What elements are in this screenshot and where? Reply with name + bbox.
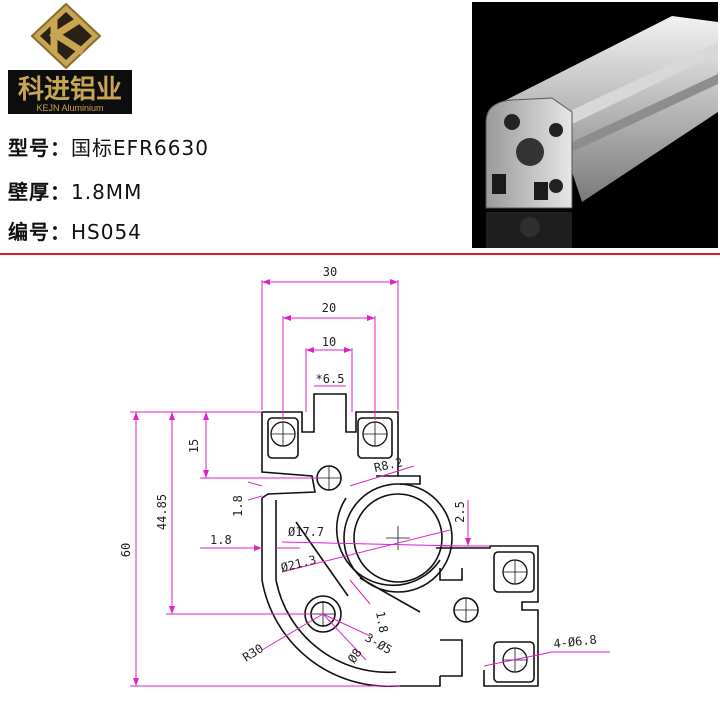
spec-code-label: 编号： bbox=[8, 220, 71, 244]
dim-height-15: 15 bbox=[187, 439, 201, 453]
dim-gap-2-5: 2.5 bbox=[453, 501, 467, 523]
dim-width-10: 10 bbox=[322, 335, 336, 349]
dim-height-44-85: 44.85 bbox=[155, 494, 169, 530]
dimension-arrows bbox=[133, 279, 471, 686]
dim-slot-6-5: *6.5 bbox=[316, 372, 345, 386]
dim-width-30: 30 bbox=[323, 265, 337, 279]
dim-wall-1-8-left: 1.8 bbox=[210, 533, 232, 547]
logo-plaque bbox=[8, 70, 132, 114]
center-lines bbox=[271, 422, 527, 672]
dim-holes-3-d5: 3-Ø5 bbox=[363, 630, 395, 657]
spec-model-value: 国标EFR6630 bbox=[71, 136, 209, 160]
spec-code: 编号：HS054 bbox=[8, 216, 142, 245]
spec-thickness: 壁厚：1.8MM bbox=[8, 176, 142, 205]
profile-outline bbox=[261, 393, 539, 688]
dim-d21-3: Ø21.3 bbox=[279, 553, 317, 575]
profile-technical-drawing: 30 20 10 *6.5 15 R8.2 1.8 44.85 60 Ø17.7… bbox=[0, 256, 720, 720]
product-photo bbox=[472, 2, 718, 248]
spec-thickness-value: 1.8MM bbox=[71, 180, 143, 204]
header-divider bbox=[0, 253, 720, 255]
dim-r8-2: R8.2 bbox=[373, 455, 404, 475]
dim-height-60: 60 bbox=[119, 543, 133, 557]
spec-model: 型号：国标EFR6630 bbox=[8, 132, 209, 161]
brand-logo: 科进铝业 KEJN Aluminium bbox=[0, 0, 140, 118]
dim-width-20: 20 bbox=[322, 301, 336, 315]
brand-name-cn: 科进铝业 bbox=[18, 75, 122, 105]
spec-model-label: 型号： bbox=[8, 136, 71, 160]
dim-d17-7: Ø17.7 bbox=[288, 525, 324, 539]
dim-holes-4-d6-8: 4-Ø6.8 bbox=[553, 633, 598, 651]
spec-code-value: HS054 bbox=[71, 220, 142, 244]
dim-wall-1-8-top: 1.8 bbox=[231, 495, 245, 517]
dim-r30: R30 bbox=[240, 641, 266, 664]
dim-d8: Ø8 bbox=[345, 646, 365, 666]
brand-name-en: KEJN Aluminium bbox=[36, 103, 103, 113]
dim-wall-1-8-mid: 1.8 bbox=[373, 610, 391, 634]
spec-thickness-label: 壁厚： bbox=[8, 180, 71, 204]
